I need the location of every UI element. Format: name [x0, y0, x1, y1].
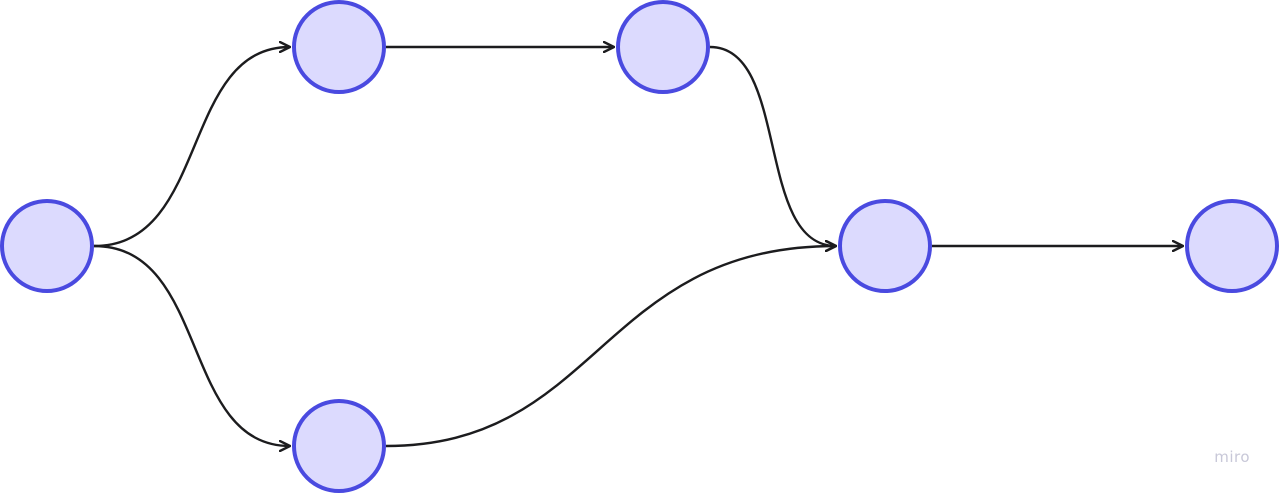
edge-n1-n4[interactable] — [93, 244, 290, 446]
node-n1[interactable] — [0, 199, 94, 293]
node-n6[interactable] — [1185, 199, 1279, 293]
edge-n4-n5[interactable] — [385, 246, 836, 448]
edge-n1-n2[interactable] — [93, 47, 290, 248]
node-circle — [838, 199, 932, 293]
node-n3[interactable] — [616, 0, 710, 94]
node-circle — [1185, 199, 1279, 293]
node-circle — [616, 0, 710, 94]
node-circle — [292, 399, 386, 493]
node-n4[interactable] — [292, 399, 386, 493]
node-n2[interactable] — [292, 0, 386, 94]
node-circle — [292, 0, 386, 94]
node-n5[interactable] — [838, 199, 932, 293]
miro-watermark: miro — [1214, 448, 1250, 466]
node-circle — [0, 199, 94, 293]
edges-layer — [93, 45, 1183, 448]
edge-n3-n5[interactable] — [709, 45, 836, 246]
